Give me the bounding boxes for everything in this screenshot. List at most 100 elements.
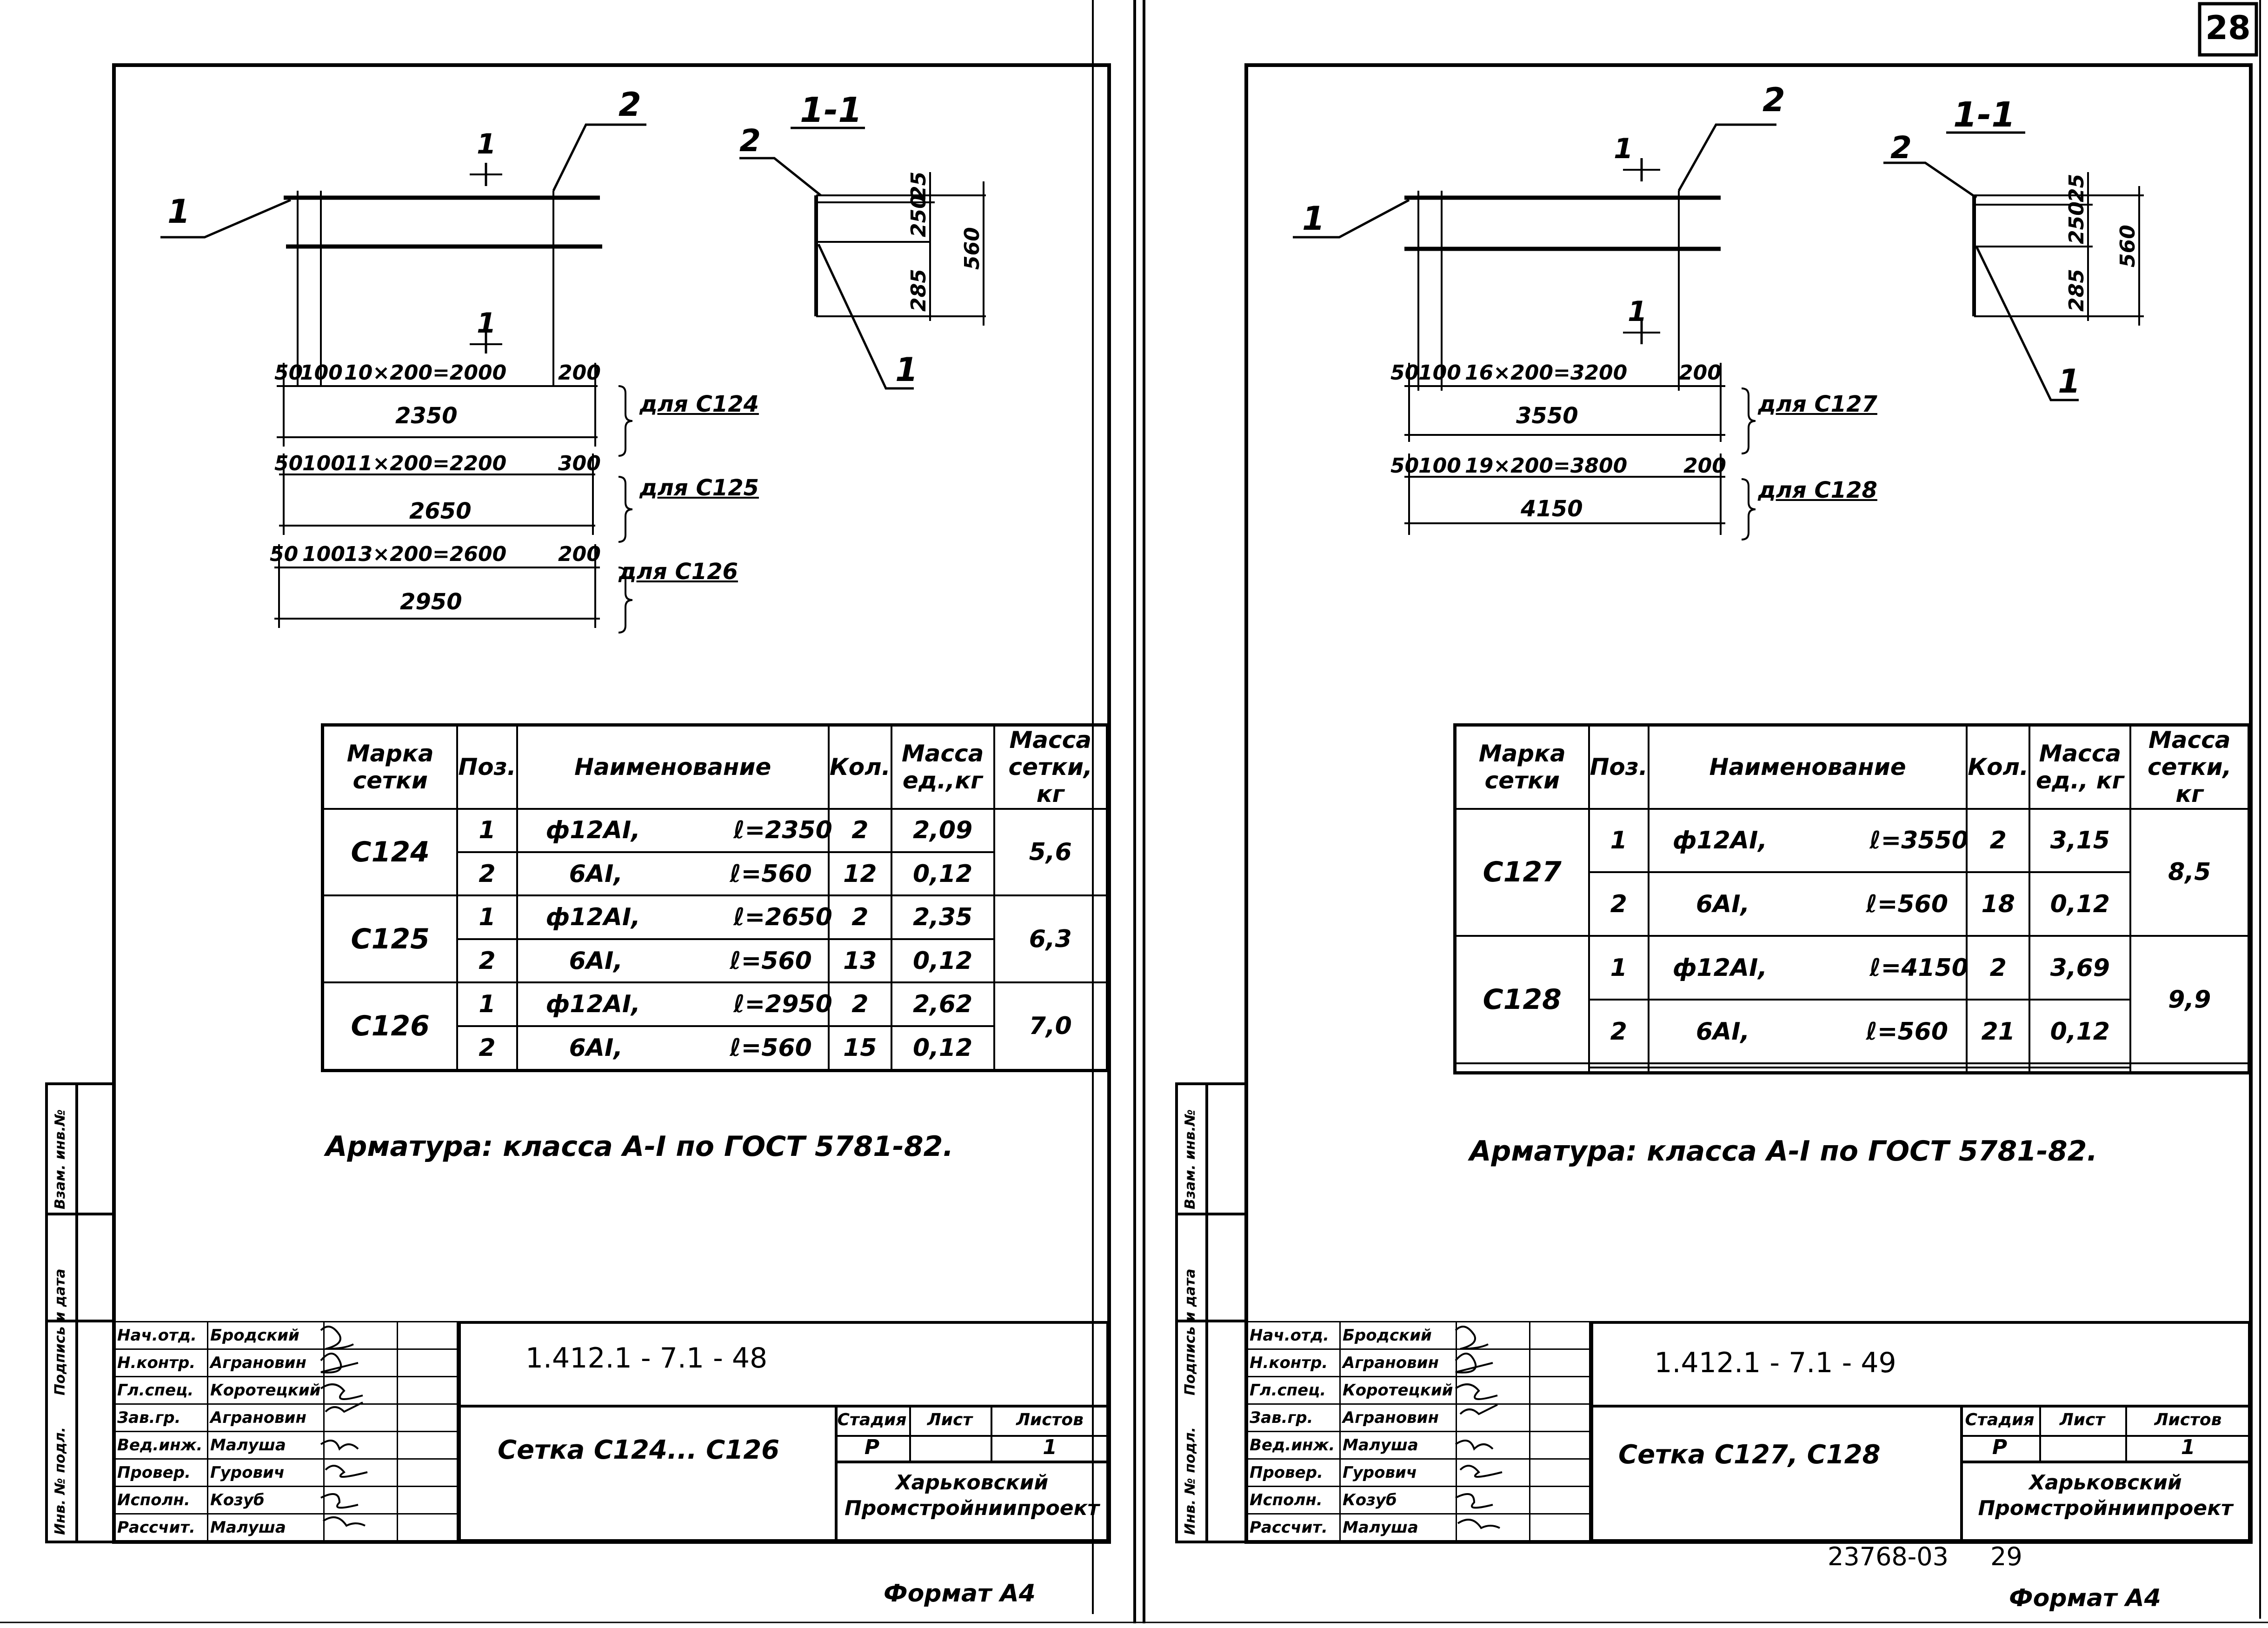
table-row: С124 1 ф12АI,ℓ=2350 2 2,09 5,6 (321, 807, 1109, 897)
title-block-cell (323, 1486, 399, 1515)
dim-label: для С124 (639, 391, 759, 417)
section-dim-25: 25 (2065, 173, 2088, 202)
title-block-cell: Зав.гр. (1246, 1403, 1341, 1432)
dim-total: 2650 (409, 498, 472, 524)
sheet-header: Лист (927, 1410, 973, 1429)
cut-mark-bottom: 1 (1628, 295, 1647, 328)
dim-total: 3550 (1516, 403, 1578, 429)
title-block-cell: Нач.отд. (1246, 1321, 1341, 1350)
title-block-cell: Малуша (206, 1513, 325, 1542)
title-block-cell (323, 1513, 399, 1542)
mark-cell: С126 (321, 981, 459, 1072)
dim-middle: 13×200=2600 (344, 542, 507, 566)
dim-end: 200 (1679, 361, 1722, 385)
stage-header: Стадия (1965, 1410, 2035, 1429)
col-header-qty: Кол. (827, 724, 892, 810)
sheet-title: Сетка С127, С128 (1618, 1440, 1881, 1470)
title-block-main (1590, 1321, 2251, 1542)
table-row: 2 6АI,ℓ=560 13 0,12 (323, 938, 1108, 984)
unit-mass-cell: 0,12 (890, 938, 995, 984)
dim-label: для С128 (1758, 477, 1877, 503)
net-mass-cell: 5,6 (993, 807, 1109, 897)
unit-mass-cell: 2,62 (890, 981, 995, 1027)
qty-cell: 2 (827, 981, 892, 1027)
table-row: С128 1 ф12АI,ℓ=4150 2 3,69 9,9 (1454, 935, 2250, 1065)
title-block-cell (397, 1403, 458, 1432)
title-block-cell: Козуб (1339, 1486, 1457, 1515)
qty-cell: 21 (1966, 999, 2031, 1065)
net-mass-cell: 9,9 (2129, 935, 2250, 1065)
rebar-schedule-table: Марка сетки Поз. Наименование Кол. Масса… (1453, 723, 2251, 1074)
unit-mass-cell: 0,12 (2029, 999, 2132, 1065)
stage-value: Р (1992, 1435, 2008, 1459)
qty-cell: 15 (827, 1025, 892, 1072)
mark-cell: С125 (321, 894, 459, 984)
title-block-cell (1529, 1486, 1590, 1515)
title-block-cell: Бродский (206, 1321, 325, 1350)
name-cell: 6АI,ℓ=560 (1647, 999, 1968, 1065)
title-block-cell (397, 1431, 458, 1460)
name-cell: ф12АI,ℓ=2350 (516, 807, 832, 853)
title-block-cell: Малуша (206, 1431, 325, 1460)
table-row-empty (1454, 1062, 2250, 1074)
section-callout-pos1: 1 (2058, 362, 2081, 400)
section-dim-250: 250 (2065, 201, 2088, 244)
qty-cell: 2 (827, 894, 892, 940)
title-block-roles: Нач.отд.Бродский Н.контр.Аграновин Гл.сп… (114, 1321, 458, 1542)
title-block-cell: Провер. (1246, 1458, 1341, 1487)
dim-total: 2950 (400, 589, 462, 615)
reinforcement-note: Арматура: класса А-I по ГОСТ 5781-82. (1470, 1135, 2098, 1168)
callout-pos2: 2 (619, 86, 641, 124)
pos-cell: 1 (456, 981, 518, 1027)
dim-a: 50 (274, 452, 303, 475)
name-cell: 6АI,ℓ=560 (516, 1025, 830, 1072)
unit-mass-cell: 0,12 (890, 851, 995, 897)
name-cell: ф12АI,ℓ=2650 (516, 894, 832, 940)
col-header-name: Наименование (1647, 724, 1968, 810)
pos-cell: 2 (456, 1025, 518, 1072)
col-header-net-mass: Масса сетки, кг (993, 724, 1109, 810)
doc-code: 1.412.1 - 7.1 - 49 (1654, 1347, 1896, 1379)
title-block-cell: Гл.спец. (114, 1376, 208, 1405)
pos-cell: 2 (1588, 999, 1649, 1065)
side-label-sign: Подпись и дата (1182, 1268, 1198, 1395)
dim-b: 100 (300, 361, 343, 385)
sheets-value: 1 (2181, 1435, 2195, 1459)
sheets-header: Листов (2154, 1410, 2222, 1429)
title-block-cell: Коротецкий (1339, 1376, 1457, 1405)
title-block-roles: Нач.отд.Бродский Н.контр.Аграновин Гл.сп… (1246, 1321, 1590, 1542)
title-block-cell (397, 1513, 458, 1542)
dim-a: 50 (274, 361, 303, 385)
title-block-cell: Коротецкий (206, 1376, 325, 1405)
table-row: С127 1 ф12АI,ℓ=3550 2 3,15 8,5 (1454, 807, 2250, 937)
title-block-cell (397, 1376, 458, 1405)
title-block-cell: Бродский (1339, 1321, 1457, 1350)
col-header-qty: Кол. (1966, 724, 2031, 810)
side-label-inv: Инв. № подл. (52, 1427, 68, 1535)
section-title: 1-1 (1953, 95, 2015, 135)
title-block-cell (323, 1403, 399, 1432)
title-block-cell (1455, 1431, 1531, 1460)
col-header-name: Наименование (516, 724, 830, 810)
mark-cell: С128 (1454, 935, 1590, 1065)
title-block-cell: Вед.инж. (1246, 1431, 1341, 1460)
format-label: Формат А4 (884, 1580, 1036, 1608)
section-dim-250: 250 (907, 194, 931, 237)
qty-cell: 13 (827, 938, 892, 984)
col-header-pos: Поз. (1588, 724, 1649, 810)
stage-header: Стадия (837, 1410, 907, 1429)
title-block-cell: Н.контр. (1246, 1348, 1341, 1377)
table-row: С126 1 ф12АI,ℓ=2950 2 2,62 7,0 (321, 981, 1109, 1072)
format-label: Формат А4 (2009, 1584, 2161, 1612)
title-block-cell (323, 1458, 399, 1487)
title-block-cell (1529, 1376, 1590, 1405)
dim-end: 200 (558, 542, 601, 566)
title-block-cell: Вед.инж. (114, 1431, 208, 1460)
section-callout-pos1: 1 (895, 351, 918, 389)
cut-mark-top: 1 (477, 128, 496, 160)
section-callout-pos2: 2 (739, 123, 761, 159)
title-block-cell (323, 1431, 399, 1460)
title-block-cell: Зав.гр. (114, 1403, 208, 1432)
pos-cell: 1 (456, 807, 518, 853)
title-block-cell (1529, 1321, 1590, 1350)
